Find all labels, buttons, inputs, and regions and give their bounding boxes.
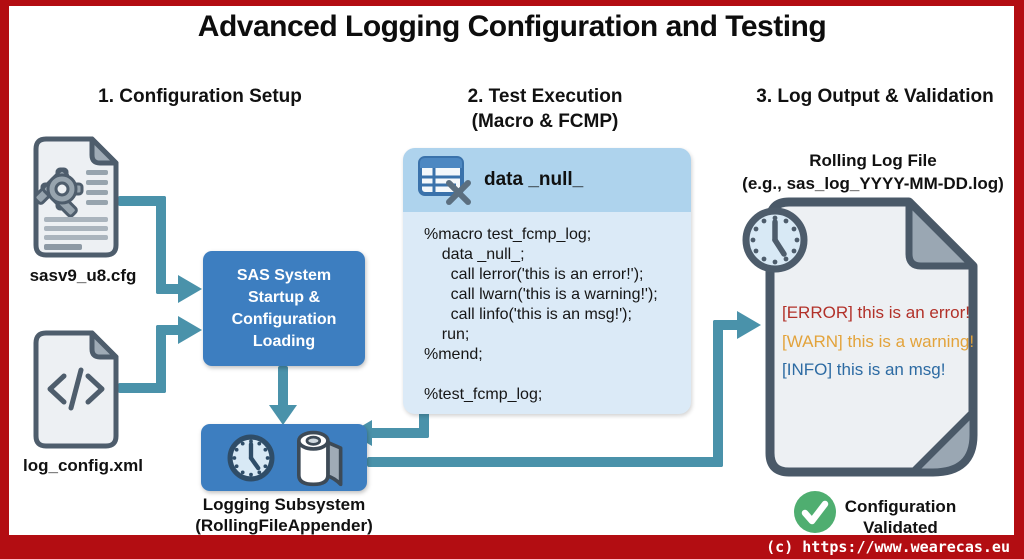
check-circle-icon	[794, 491, 836, 533]
validated-line2: Validated	[863, 518, 938, 537]
connector-sas-logging	[278, 366, 288, 408]
code-brackets-icon	[47, 367, 105, 411]
sas-box-line: SAS System	[236, 266, 332, 284]
validated-line1: Configuration	[844, 497, 957, 516]
connector-file1	[118, 196, 166, 206]
section2-heading-line2: (Macro & FCMP)	[471, 111, 619, 132]
connector-file1	[156, 284, 180, 294]
code-line: %macro test_fcmp_log;	[424, 226, 592, 243]
xml-file-icon	[33, 330, 119, 449]
config-file-icon	[33, 136, 119, 258]
arrowhead-into-logging	[269, 405, 297, 425]
code-line: call linfo('this is an msg!');	[424, 306, 632, 323]
code-panel: data _null_ %macro test_fcmp_log; data _…	[403, 148, 691, 414]
section2-heading-line1: 2. Test Execution	[467, 86, 623, 107]
code-line: %test_fcmp_log;	[424, 386, 543, 403]
page-title: Advanced Logging Configuration and Testi…	[197, 10, 827, 43]
connector-logging-logfile	[367, 457, 723, 467]
configuration-validated-label: Configuration Validated	[838, 496, 963, 538]
code-body: %macro test_fcmp_log; data _null_; call …	[403, 212, 691, 405]
log-document-icon	[765, 197, 978, 477]
connector-code-logging	[419, 412, 429, 438]
connector-logging-logfile	[713, 320, 723, 467]
section1-heading: 1. Configuration Setup	[98, 86, 302, 107]
code-line: %mend;	[424, 346, 483, 363]
section2-heading: 2. Test Execution (Macro & FCMP)	[390, 84, 700, 134]
connector-file2	[118, 383, 166, 393]
code-panel-header: data _null_	[403, 148, 691, 212]
clock-icon	[742, 207, 808, 273]
log-line-warn: [WARN] this is a warning!	[782, 332, 975, 351]
sas-box-line: Startup &	[248, 288, 320, 306]
rolling-log-file-label-line2: (e.g., sas_log_YYYY-MM-DD.log)	[742, 174, 1004, 193]
sas-box-line: Loading	[252, 332, 316, 350]
logging-subsystem-label-line1: Logging Subsystem	[202, 495, 366, 514]
section3-heading: 3. Log Output & Validation	[756, 86, 994, 107]
data-null-table-icon	[418, 156, 471, 205]
code-line: call lerror('this is an error!');	[424, 266, 644, 283]
connector-logging-logfile	[713, 320, 739, 330]
paper-roll-icon	[297, 430, 343, 486]
arrowhead-into-sas-bottom	[178, 316, 202, 344]
connector-code-logging	[370, 428, 429, 438]
footer-bar: (c) https://www.wearecas.eu	[0, 535, 1024, 559]
sas-box-line: Configuration	[231, 310, 337, 328]
code-line: call lwarn('this is a warning!');	[424, 286, 658, 303]
arrowhead-into-sas-top	[178, 275, 202, 303]
log-line-info: [INFO] this is an msg!	[782, 360, 946, 379]
logging-subsystem-box	[201, 424, 367, 491]
clock-icon	[227, 434, 275, 481]
sas-system-box: SAS System Startup & Configuration Loadi…	[203, 251, 365, 366]
copyright-text: (c) https://www.wearecas.eu	[766, 538, 1010, 556]
logging-subsystem-label-line2: (RollingFileAppender)	[195, 516, 373, 535]
code-line: run;	[424, 326, 470, 343]
config-file-label: sasv9_u8.cfg	[29, 266, 137, 285]
rolling-log-file-label-line1: Rolling Log File	[809, 151, 937, 170]
connector-file2	[156, 325, 180, 335]
connector-file2	[156, 325, 166, 393]
log-line-error: [ERROR] this is an error!	[782, 303, 970, 322]
connector-file1	[156, 196, 166, 294]
xml-file-label: log_config.xml	[23, 456, 143, 475]
code-line	[424, 365, 691, 385]
code-panel-title: data _null_	[484, 169, 584, 190]
arrowhead-into-logfile	[737, 311, 761, 339]
code-line: data _null_;	[424, 246, 525, 263]
logging-subsystem-label: Logging Subsystem (RollingFileAppender)	[184, 494, 384, 536]
rolling-log-file-label: Rolling Log File (e.g., sas_log_YYYY-MM-…	[723, 149, 1023, 195]
gear-icon	[33, 167, 84, 218]
